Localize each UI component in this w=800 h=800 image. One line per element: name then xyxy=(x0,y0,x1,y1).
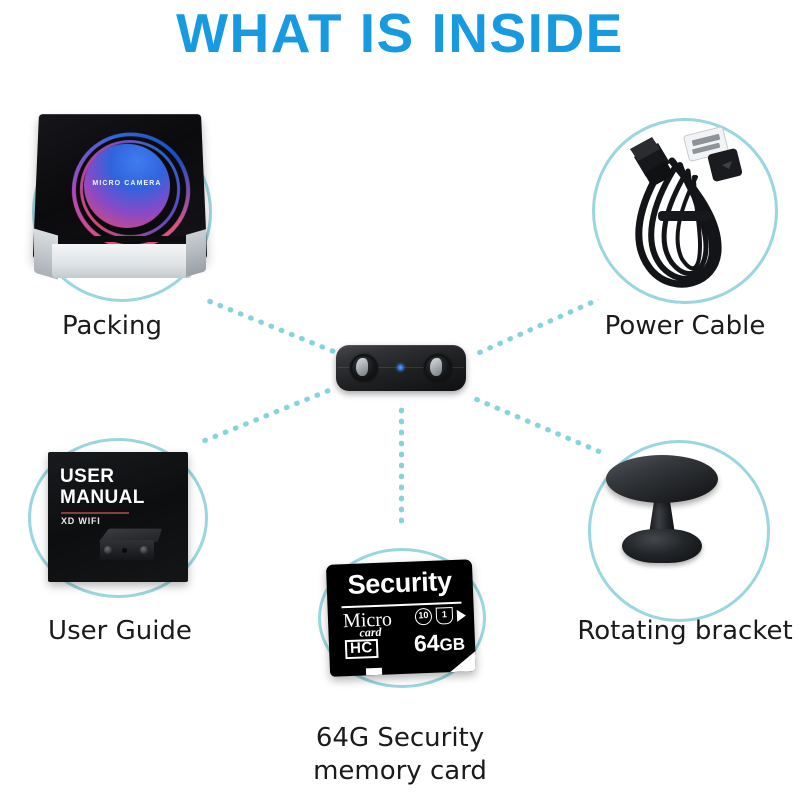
caption-memory-card-line1: 64G Security xyxy=(315,723,485,753)
manual-title-line2: MANUAL xyxy=(60,487,145,508)
manual-device-lens-right-icon xyxy=(140,546,148,554)
memory-card-halo xyxy=(318,548,486,688)
manual-cover xyxy=(48,452,188,582)
rotating-bracket-image xyxy=(600,455,726,570)
usb-a-connector-icon xyxy=(683,126,743,182)
manual-title-line1: USER xyxy=(60,466,115,487)
box-top-edge xyxy=(43,236,199,242)
rotating-bracket-halo xyxy=(588,440,770,622)
camera-lens-right-icon xyxy=(424,354,452,382)
box-front-panel xyxy=(52,244,192,278)
microsd-uhs1-badge: 1 xyxy=(435,607,454,625)
mini-camera-device xyxy=(336,345,466,391)
camera-led-indicator xyxy=(397,364,404,371)
connector-line-packing xyxy=(204,297,341,357)
microsd-card-body: Security Micro card HC 10 1 64GB xyxy=(325,559,477,677)
microsd-class10-badge: 10 xyxy=(414,607,433,626)
power-cable-halo xyxy=(592,118,778,304)
micro-usb-connector-icon xyxy=(630,137,674,187)
microsd-bottom-tab xyxy=(365,667,383,676)
micro-camera-logo: MICRO CAMERA xyxy=(70,132,193,249)
caption-power-cable: Power Cable xyxy=(604,311,766,341)
microsd-capacity-value: 64 xyxy=(413,629,440,657)
manual-subtitle: XD WIFI xyxy=(61,516,101,526)
microsd-corner-notch xyxy=(449,651,477,673)
microsd-arrow-icon xyxy=(456,609,467,622)
power-cable-image xyxy=(600,125,770,300)
microsd-brand: Security xyxy=(347,566,453,601)
manual-device-mic-icon xyxy=(122,548,127,553)
camera-lens-left-icon xyxy=(350,354,378,382)
usb-cable-icon xyxy=(630,126,743,288)
user-guide-halo xyxy=(28,438,208,598)
logo-label: MICRO CAMERA xyxy=(92,180,162,187)
manual-divider xyxy=(61,512,129,514)
bracket-base xyxy=(622,529,702,563)
manual-device-lens-left-icon xyxy=(104,546,112,554)
caption-user-guide: User Guide xyxy=(48,616,192,646)
manual-device-illustration xyxy=(98,524,162,564)
packing-box: MICRO CAMERA xyxy=(30,110,210,290)
manual-device-face xyxy=(100,540,154,560)
microsd-hc-badge: HC xyxy=(344,638,379,660)
box-right-side xyxy=(186,229,206,277)
caption-packing: Packing xyxy=(61,311,162,341)
connector-line-user-guide xyxy=(199,385,336,445)
connector-line-memory-card xyxy=(399,405,404,525)
bracket-magnet-disc xyxy=(606,455,718,503)
microsd-speed-badges: 10 1 xyxy=(414,607,467,626)
caption-memory-card-line2: memory card xyxy=(313,756,487,786)
user-manual-booklet: USER MANUAL XD WIFI xyxy=(48,452,188,582)
connector-line-rotating-bracket xyxy=(471,395,602,455)
caption-rotating-bracket: Rotating bracket xyxy=(577,616,793,646)
page-title: WHAT IS INSIDE xyxy=(176,2,624,64)
microsd-card: Security Micro card HC 10 1 64GB xyxy=(325,559,477,677)
